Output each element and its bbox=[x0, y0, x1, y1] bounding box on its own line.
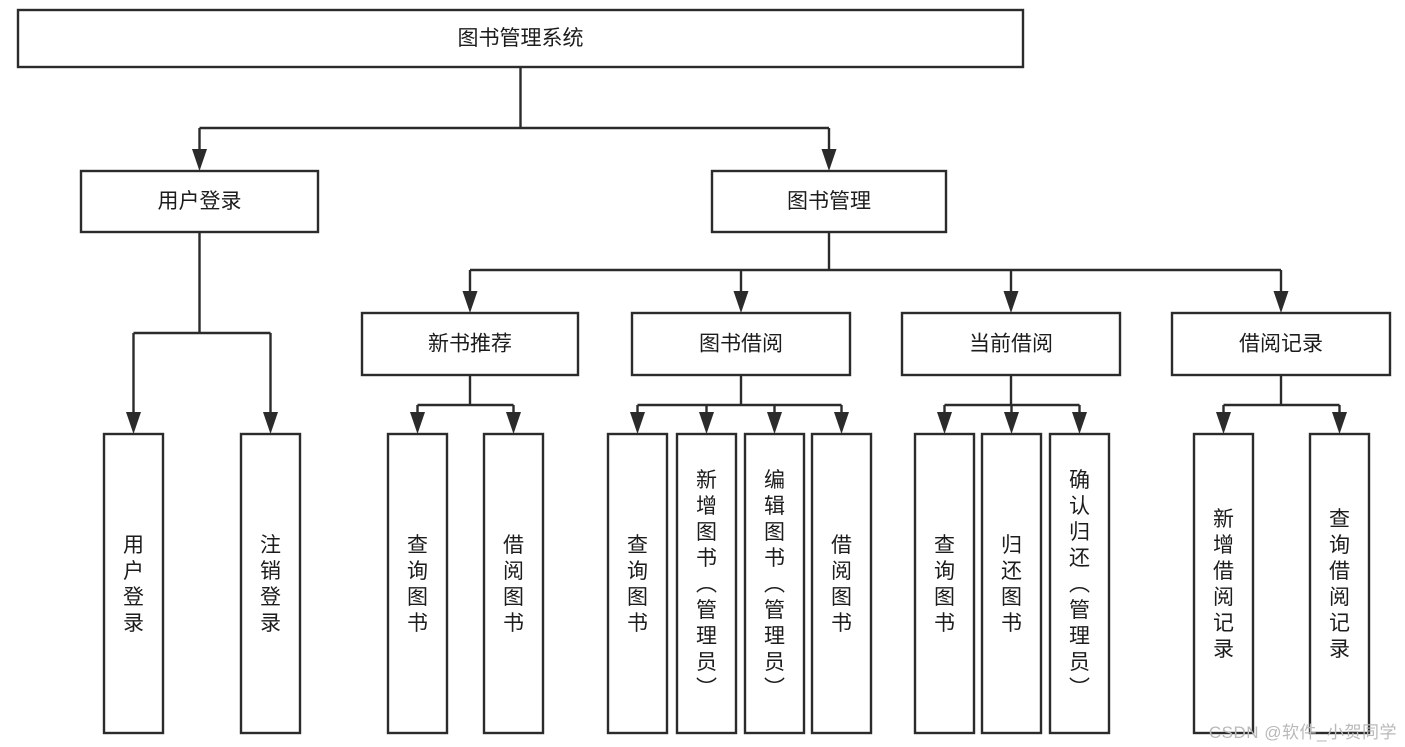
node-box-leaf-edit-book bbox=[743, 432, 806, 735]
node-user-login[interactable]: 用户登录 bbox=[79, 169, 320, 234]
node-box-leaf-query-record bbox=[1308, 432, 1371, 735]
node-label-leaf-add-record: 新增借阅记录 bbox=[1213, 508, 1234, 661]
node-box-leaf-query-book-1 bbox=[386, 432, 449, 735]
node-borrow-record[interactable]: 借阅记录 bbox=[1170, 311, 1392, 377]
node-box-leaf-confirm-return bbox=[1048, 432, 1111, 735]
node-box-leaf-user-login bbox=[102, 432, 165, 735]
node-layer: 图书管理系统用户登录图书管理新书推荐图书借阅当前借阅借阅记录用户登录注销登录查询… bbox=[16, 8, 1392, 735]
node-label-leaf-edit-book: 编辑图书︵管理员︶ bbox=[764, 469, 785, 700]
node-leaf-add-book[interactable]: 新增图书︵管理员︶ bbox=[675, 432, 738, 735]
node-box-user-login bbox=[79, 169, 320, 234]
node-box-borrow-record bbox=[1170, 311, 1392, 377]
node-label-leaf-query-book-2: 查询图书 bbox=[627, 534, 648, 635]
node-leaf-query-record[interactable]: 查询借阅记录 bbox=[1308, 432, 1371, 735]
node-label-leaf-query-record: 查询借阅记录 bbox=[1329, 508, 1350, 661]
node-root[interactable]: 图书管理系统 bbox=[16, 8, 1025, 69]
node-leaf-query-book-3[interactable]: 查询图书 bbox=[913, 432, 976, 735]
node-box-leaf-return-book bbox=[980, 432, 1043, 735]
node-label-leaf-query-book-1: 查询图书 bbox=[407, 534, 428, 635]
node-leaf-confirm-return[interactable]: 确认归还︵管理员︶ bbox=[1048, 432, 1111, 735]
node-box-leaf-add-record bbox=[1192, 432, 1255, 735]
node-box-book-manage bbox=[710, 169, 948, 234]
node-leaf-borrow-book-2[interactable]: 借阅图书 bbox=[810, 432, 873, 735]
node-leaf-query-book-2[interactable]: 查询图书 bbox=[606, 432, 669, 735]
node-label-current-borrow: 当前借阅 bbox=[969, 333, 1053, 356]
node-box-leaf-query-book-2 bbox=[606, 432, 669, 735]
node-leaf-query-book-1[interactable]: 查询图书 bbox=[386, 432, 449, 735]
node-box-current-borrow bbox=[900, 311, 1122, 377]
node-label-leaf-borrow-book-1: 借阅图书 bbox=[503, 534, 524, 635]
node-label-new-book-rec: 新书推荐 bbox=[428, 333, 512, 356]
node-label-leaf-query-book-3: 查询图书 bbox=[934, 534, 955, 635]
node-box-leaf-borrow-book-2 bbox=[810, 432, 873, 735]
node-box-root bbox=[16, 8, 1025, 69]
node-label-root: 图书管理系统 bbox=[458, 27, 584, 50]
node-box-leaf-logout bbox=[239, 432, 302, 735]
node-leaf-user-login[interactable]: 用户登录 bbox=[102, 432, 165, 735]
node-leaf-edit-book[interactable]: 编辑图书︵管理员︶ bbox=[743, 432, 806, 735]
connector-layer bbox=[126, 67, 1347, 434]
node-leaf-borrow-book-1[interactable]: 借阅图书 bbox=[482, 432, 545, 735]
node-label-user-login: 用户登录 bbox=[158, 190, 242, 213]
node-new-book-rec[interactable]: 新书推荐 bbox=[360, 311, 580, 377]
node-book-borrow[interactable]: 图书借阅 bbox=[630, 311, 852, 377]
node-leaf-add-record[interactable]: 新增借阅记录 bbox=[1192, 432, 1255, 735]
node-label-leaf-borrow-book-2: 借阅图书 bbox=[831, 534, 852, 635]
node-book-manage[interactable]: 图书管理 bbox=[710, 169, 948, 234]
node-leaf-return-book[interactable]: 归还图书 bbox=[980, 432, 1043, 735]
node-label-borrow-record: 借阅记录 bbox=[1239, 333, 1323, 356]
node-label-leaf-user-login: 用户登录 bbox=[123, 534, 144, 635]
node-leaf-logout[interactable]: 注销登录 bbox=[239, 432, 302, 735]
node-label-book-manage: 图书管理 bbox=[787, 190, 871, 213]
node-label-leaf-confirm-return: 确认归还︵管理员︶ bbox=[1069, 469, 1090, 700]
node-label-leaf-add-book: 新增图书︵管理员︶ bbox=[696, 469, 717, 700]
node-box-book-borrow bbox=[630, 311, 852, 377]
node-label-book-borrow: 图书借阅 bbox=[699, 333, 783, 356]
node-label-leaf-logout: 注销登录 bbox=[260, 534, 281, 635]
node-current-borrow[interactable]: 当前借阅 bbox=[900, 311, 1122, 377]
node-box-leaf-borrow-book-1 bbox=[482, 432, 545, 735]
node-box-new-book-rec bbox=[360, 311, 580, 377]
node-label-leaf-return-book: 归还图书 bbox=[1001, 534, 1022, 635]
node-box-leaf-query-book-3 bbox=[913, 432, 976, 735]
node-box-leaf-add-book bbox=[675, 432, 738, 735]
